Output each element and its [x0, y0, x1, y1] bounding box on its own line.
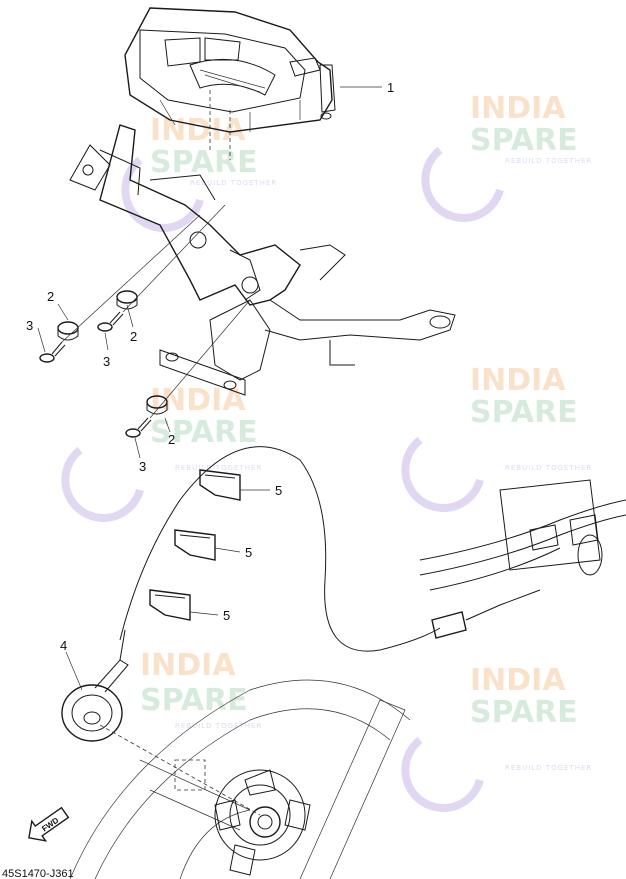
callout-5b: 5: [245, 545, 252, 560]
watermark-spare-text: SPARE: [470, 695, 578, 730]
watermark-center-left: INDIA SPARE REBUILD TOGETHER: [61, 383, 262, 522]
watermark-tagline: REBUILD TOGETHER: [505, 764, 592, 772]
watermark-spare-text: SPARE: [150, 145, 258, 180]
watermark-india-text: INDIA: [470, 663, 566, 698]
grommet-2a: [57, 321, 79, 341]
drawing-code: 45S1470-J361: [2, 868, 74, 879]
watermark-spare-text: SPARE: [150, 415, 258, 450]
callout-3c: 3: [139, 459, 146, 474]
callout-5c: 5: [223, 608, 230, 623]
callout-3b: 3: [103, 354, 110, 369]
watermark-india-text: INDIA: [140, 648, 236, 683]
wrench-icon: [421, 146, 504, 222]
callout-2a: 2: [47, 289, 54, 304]
screw-3a: [39, 341, 66, 363]
screw-3b: [97, 311, 124, 332]
speed-sensor: [61, 659, 129, 742]
wrench-icon: [121, 156, 204, 232]
wrench-icon: [61, 446, 144, 522]
callout-1: 1: [387, 80, 394, 95]
meter-assembly: [124, 7, 336, 160]
watermark-mid-left: INDIA SPARE REBUILD TOGETHER: [121, 113, 277, 232]
watermark-bottom-left: INDIA SPARE REBUILD TOGETHER: [140, 648, 262, 730]
wrench-icon: [401, 436, 484, 512]
clamp-5b: [174, 529, 216, 561]
sensor-cable: [119, 446, 541, 661]
callout-4: 4: [60, 638, 67, 653]
callout-2b: 2: [130, 329, 137, 344]
leader-lines: [37, 86, 382, 691]
watermark-top-right: INDIA SPARE REBUILD TOGETHER: [421, 91, 592, 222]
meter-bracket: [69, 124, 456, 396]
wrench-icon: [401, 736, 484, 812]
clamp-5a: [199, 469, 241, 501]
watermark-tagline: REBUILD TOGETHER: [505, 157, 592, 165]
fwd-arrow: FWD: [28, 806, 70, 842]
callout-3a: 3: [26, 318, 33, 333]
watermark-spare-text: SPARE: [140, 683, 248, 718]
screw-3c: [125, 417, 152, 438]
front-wheel: [69, 679, 411, 879]
watermark-spare-text: SPARE: [470, 395, 578, 430]
watermark-tagline: REBUILD TOGETHER: [175, 722, 262, 730]
watermark-tagline: REBUILD TOGETHER: [505, 464, 592, 472]
watermark-tagline: REBUILD TOGETHER: [190, 179, 277, 187]
callout-5a: 5: [275, 483, 282, 498]
clamp-5c: [149, 589, 191, 621]
watermark-spare-text: SPARE: [470, 123, 578, 158]
watermark-india-text: INDIA: [150, 113, 246, 148]
watermark-india-text: INDIA: [470, 91, 566, 126]
watermark-bottom-right: INDIA SPARE REBUILD TOGETHER: [401, 663, 592, 812]
watermark-india-text: INDIA: [470, 363, 566, 398]
watermark-center-right: INDIA SPARE REBUILD TOGETHER: [401, 363, 592, 512]
watermark-tagline: REBUILD TOGETHER: [175, 464, 262, 472]
wire-harness: [419, 479, 626, 591]
grommet-2c: [146, 395, 168, 415]
callout-2c: 2: [168, 432, 175, 447]
